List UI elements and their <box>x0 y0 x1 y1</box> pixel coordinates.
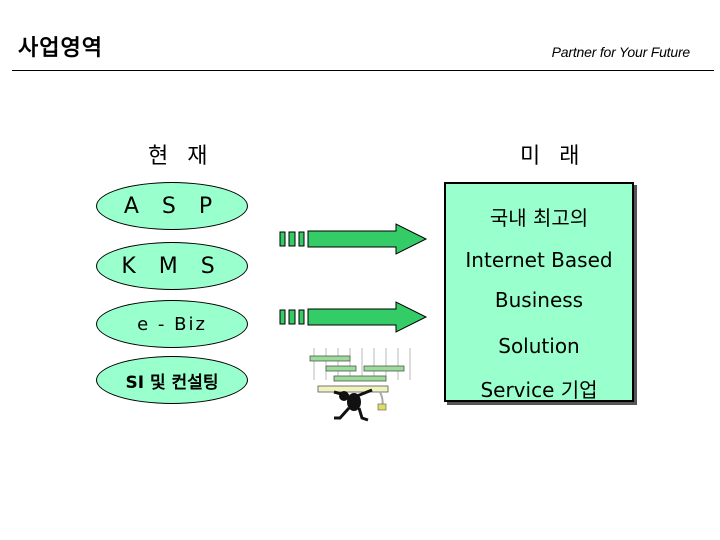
person-carrying-beam-icon <box>309 348 411 422</box>
slide-title: 사업영역 <box>18 36 103 61</box>
service-oval-asp: A S P <box>96 182 248 230</box>
service-label: A S P <box>123 193 221 219</box>
right-arrow-icon <box>279 223 428 255</box>
column-heading-current: 현 재 <box>148 144 214 169</box>
service-label: e - Biz <box>137 313 207 335</box>
service-label: SI 및 컨설팅 <box>125 372 219 393</box>
future-line: Solution <box>498 334 580 358</box>
service-oval-kms: K M S <box>96 242 248 290</box>
header-divider <box>12 70 714 71</box>
service-oval-ebiz: e - Biz <box>96 300 248 348</box>
service-label: K M S <box>121 253 223 279</box>
right-arrow-icon <box>279 301 428 333</box>
future-line: Service 기업 <box>480 378 598 402</box>
future-vision-box: 국내 최고의 Internet Based Business Solution … <box>444 182 634 402</box>
column-heading-future: 미 래 <box>520 144 586 169</box>
service-oval-si-consulting: SI 및 컨설팅 <box>96 356 248 404</box>
future-line: Business <box>494 288 584 312</box>
tagline: Partner for Your Future <box>551 44 691 60</box>
future-line: 국내 최고의 <box>489 206 589 230</box>
future-line: Internet Based <box>465 248 613 272</box>
